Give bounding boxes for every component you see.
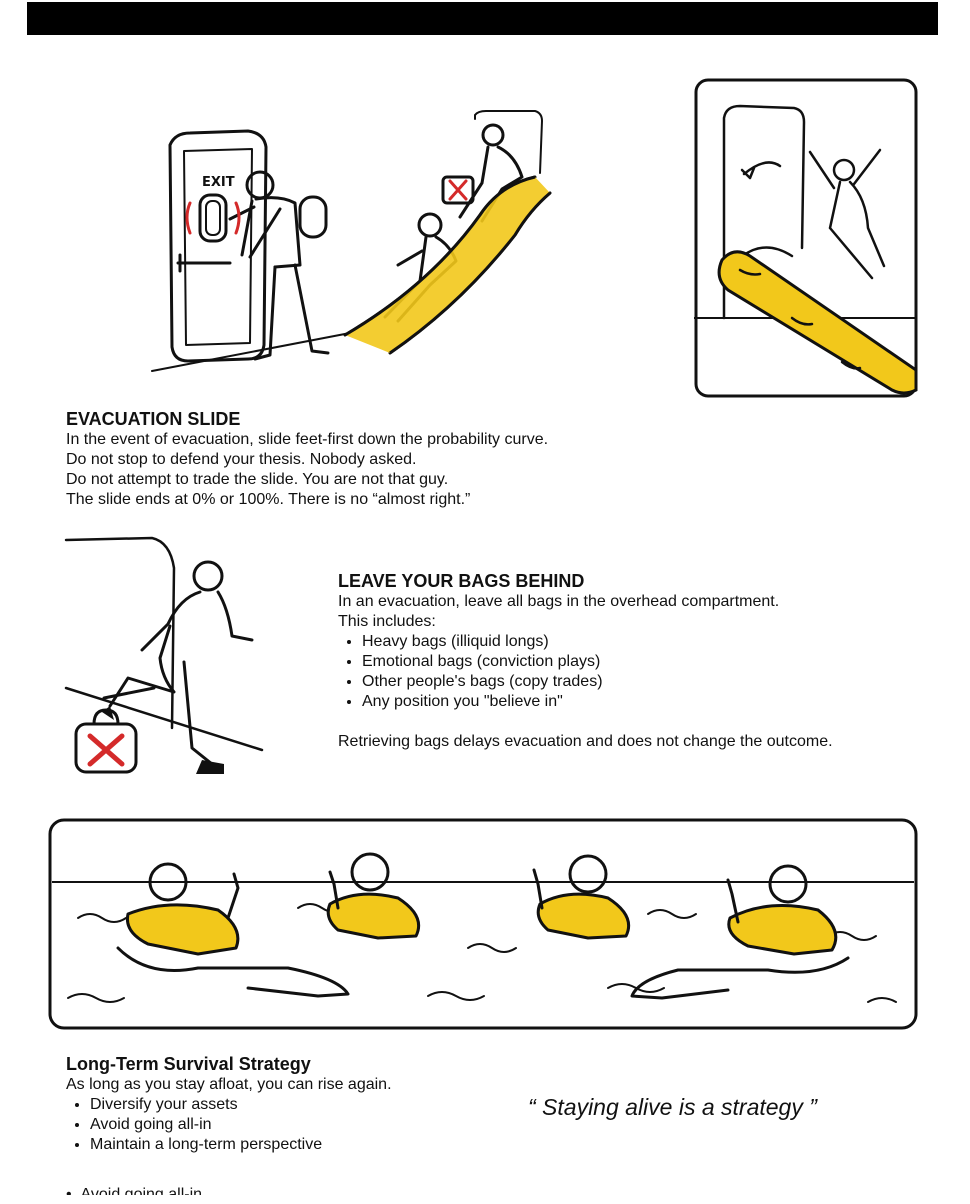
exit-sign-label: EXIT	[202, 175, 235, 190]
list-item: Avoid going all-in	[90, 1115, 392, 1135]
survival-intro: As long as you stay afloat, you can rise…	[66, 1076, 392, 1093]
cutoff-list-item: • Avoid going all-in	[66, 1186, 203, 1203]
running-man-illustration	[64, 536, 264, 774]
evacuation-section: EVACUATION SLIDE In the event of evacuat…	[66, 408, 548, 510]
bags-intro: In an evacuation, leave all bags in the …	[338, 593, 780, 610]
list-item: Maintain a long-term perspective	[90, 1135, 392, 1155]
survival-section: Long-Term Survival Strategy As long as y…	[66, 1053, 392, 1155]
top-black-bar	[27, 2, 938, 35]
list-item: Heavy bags (illiquid longs)	[362, 632, 833, 652]
survival-list: Diversify your assets Avoid going all-in…	[66, 1095, 392, 1155]
list-item: Diversify your assets	[90, 1095, 392, 1115]
bags-includes-label: This includes:	[338, 613, 436, 630]
survival-title: Long-Term Survival Strategy	[66, 1054, 311, 1074]
evacuation-line: The slide ends at 0% or 100%. There is n…	[66, 491, 471, 508]
slide-jump-illustration	[694, 78, 918, 398]
bags-title: LEAVE YOUR BAGS BEHIND	[338, 571, 585, 591]
floating-life-vest-illustration	[48, 818, 918, 1030]
evacuation-line: Do not stop to defend your thesis. Nobod…	[66, 451, 417, 468]
exit-door-and-slide-illustration: EXIT	[151, 110, 552, 372]
list-item: Emotional bags (conviction plays)	[362, 652, 833, 672]
cutoff-item-text: Avoid going all-in	[80, 1186, 203, 1203]
bags-list: Heavy bags (illiquid longs) Emotional ba…	[338, 632, 833, 712]
bags-section: LEAVE YOUR BAGS BEHIND In an evacuation,…	[338, 570, 833, 752]
list-item: Other people's bags (copy trades)	[362, 672, 833, 692]
evacuation-line: In the event of evacuation, slide feet-f…	[66, 431, 549, 448]
survival-quote: “ Staying alive is a strategy ”	[528, 1094, 817, 1120]
evacuation-line: Do not attempt to trade the slide. You a…	[66, 471, 449, 488]
bags-note: Retrieving bags delays evacuation and do…	[338, 733, 833, 750]
list-item: Any position you "believe in"	[362, 692, 833, 712]
evacuation-title: EVACUATION SLIDE	[66, 409, 241, 429]
